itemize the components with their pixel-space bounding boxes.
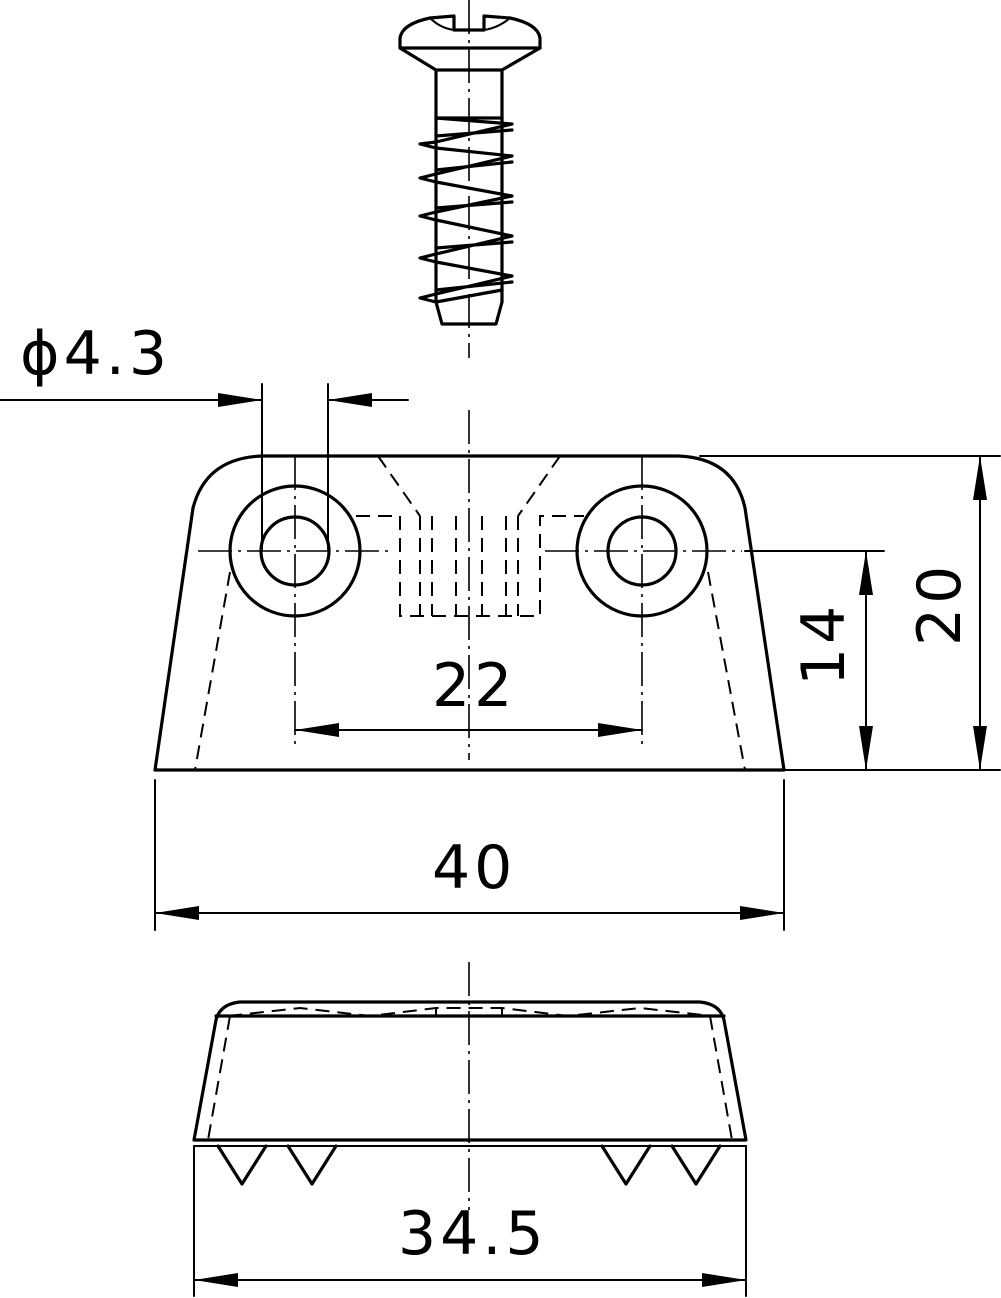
- base-width-label: 40: [432, 833, 516, 903]
- hidden-middle-slot: [356, 455, 584, 617]
- hole-height-label: 14: [789, 602, 859, 686]
- spikes: [193, 1144, 747, 1186]
- dimension-hole-height: 14: [744, 550, 885, 771]
- hole-spacing-label: 22: [432, 651, 516, 721]
- hidden-side-left: [194, 571, 231, 771]
- hidden-side-right: [707, 571, 746, 771]
- screw: [398, 0, 542, 358]
- bottom-width-label: 34.5: [398, 1199, 548, 1269]
- screw-head: [398, 14, 542, 72]
- top-view-outline: [192, 1000, 748, 1142]
- total-height-label: 20: [905, 562, 975, 646]
- screw-shank: [434, 68, 504, 120]
- screw-tip: [434, 300, 504, 326]
- screw-slot: [429, 17, 511, 31]
- dimension-base-width: 40: [154, 779, 785, 931]
- dimension-bottom-width: 34.5: [193, 1145, 747, 1297]
- dimension-hole-spacing: 22: [294, 651, 643, 737]
- screw-threads: [418, 116, 514, 304]
- hole-diameter-label: ϕ4.3: [20, 319, 171, 389]
- dimension-hole-diameter: ϕ4.3: [0, 319, 409, 552]
- top-view: [192, 962, 748, 1210]
- dimension-total-height: 20: [699, 455, 1001, 771]
- body-outline: [153, 454, 786, 772]
